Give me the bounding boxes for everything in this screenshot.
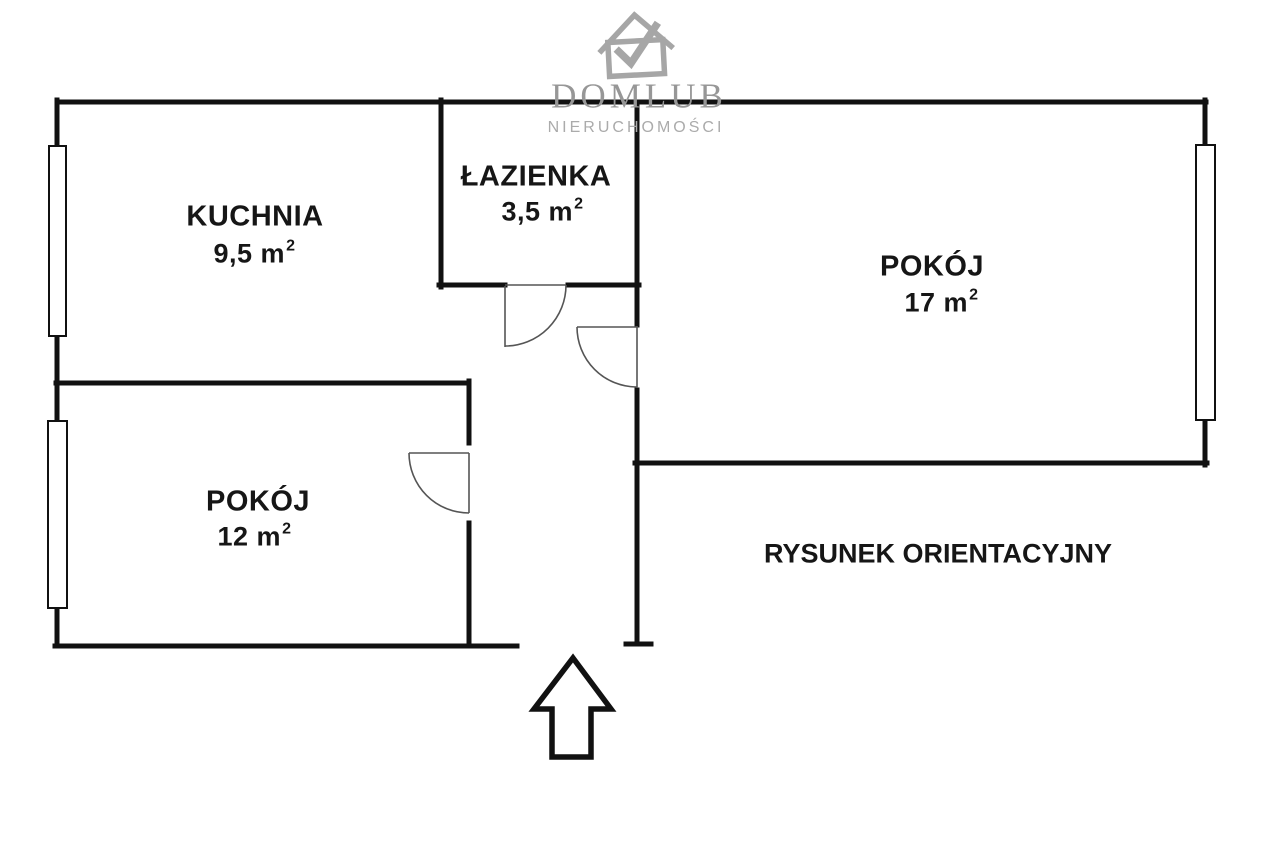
room17-door	[576, 326, 638, 388]
windows	[47, 144, 1216, 609]
room-area-lazienka-value: 3,5 m	[501, 196, 574, 227]
room-area-kuchnia: 9,5 m2	[213, 237, 296, 269]
house-check-icon	[597, 11, 675, 80]
logo-title: DOMLUB	[551, 76, 727, 116]
entrance-arrow	[528, 653, 617, 760]
room-label-lazienka: ŁAZIENKA	[460, 160, 612, 193]
window-room17	[1195, 144, 1216, 421]
room-area-pokoj-17-value: 17 m	[904, 287, 969, 318]
room-area-lazienka: 3,5 m2	[501, 195, 584, 227]
room-area-kuchnia-value: 9,5 m	[213, 238, 286, 269]
bathroom-door	[504, 284, 567, 347]
room-area-pokoj-17-sup: 2	[969, 286, 979, 304]
check-mark	[613, 20, 661, 70]
bathroom-door-arc	[504, 284, 567, 347]
doors	[408, 284, 638, 514]
room-area-kuchnia-sup: 2	[286, 237, 296, 255]
room-area-pokoj-17: 17 m2	[904, 286, 979, 318]
window-kitchen	[48, 145, 67, 337]
room-label-pokoj-17: POKÓJ	[879, 250, 985, 283]
logo-subtitle: NIERUCHOMOŚCI	[547, 119, 725, 136]
room-area-pokoj-12: 12 m2	[217, 520, 292, 552]
room-area-pokoj-12-value: 12 m	[217, 521, 282, 552]
room17-door-arc	[576, 326, 638, 388]
room-label-pokoj-12: POKÓJ	[205, 485, 311, 518]
room12-door-arc	[408, 452, 470, 514]
window-room12	[47, 420, 68, 609]
room-label-kuchnia: KUCHNIA	[186, 200, 324, 233]
plan-caption: RYSUNEK ORIENTACYJNY	[763, 538, 1113, 569]
house-body	[604, 36, 668, 80]
room-area-lazienka-sup: 2	[574, 195, 584, 213]
room12-door	[408, 452, 470, 514]
room-area-pokoj-12-sup: 2	[282, 520, 292, 538]
